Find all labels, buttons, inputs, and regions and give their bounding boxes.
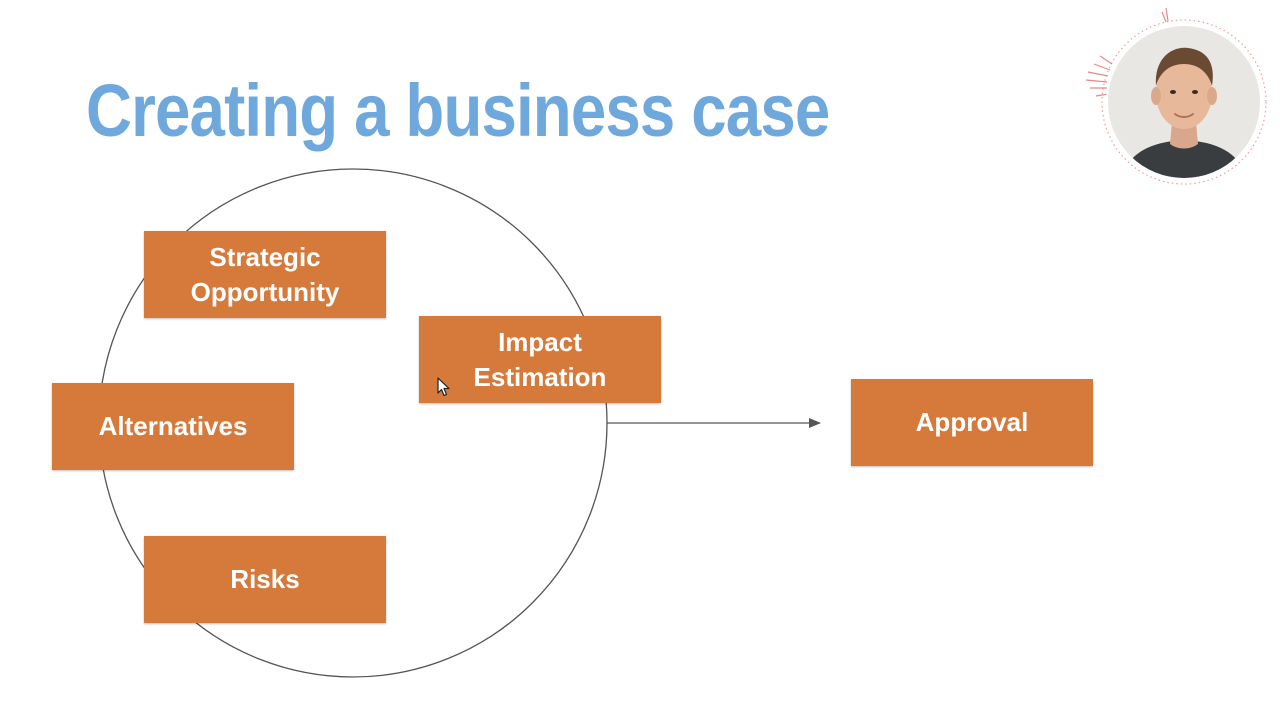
alternatives-label: Alternatives: [98, 411, 248, 441]
strategic-opportunity-label: Strategic Opportunity: [190, 241, 340, 307]
alternatives-box: Alternatives: [52, 383, 294, 470]
presenter-avatar-graphic: [1085, 7, 1267, 185]
risks-label: Risks: [230, 564, 300, 594]
presenter-avatar: [1080, 6, 1270, 188]
impact-estimation-label: Impact Estimation: [473, 326, 607, 392]
impact-estimation-box: Impact Estimation: [419, 316, 661, 403]
slide-title: Creating a business case: [86, 69, 830, 152]
approval-label: Approval: [915, 407, 1029, 437]
strategic-opportunity-box: Strategic Opportunity: [144, 231, 386, 318]
approval-box: Approval: [851, 379, 1093, 466]
risks-box: Risks: [144, 536, 386, 623]
arrow-cursor-icon: [437, 377, 450, 397]
